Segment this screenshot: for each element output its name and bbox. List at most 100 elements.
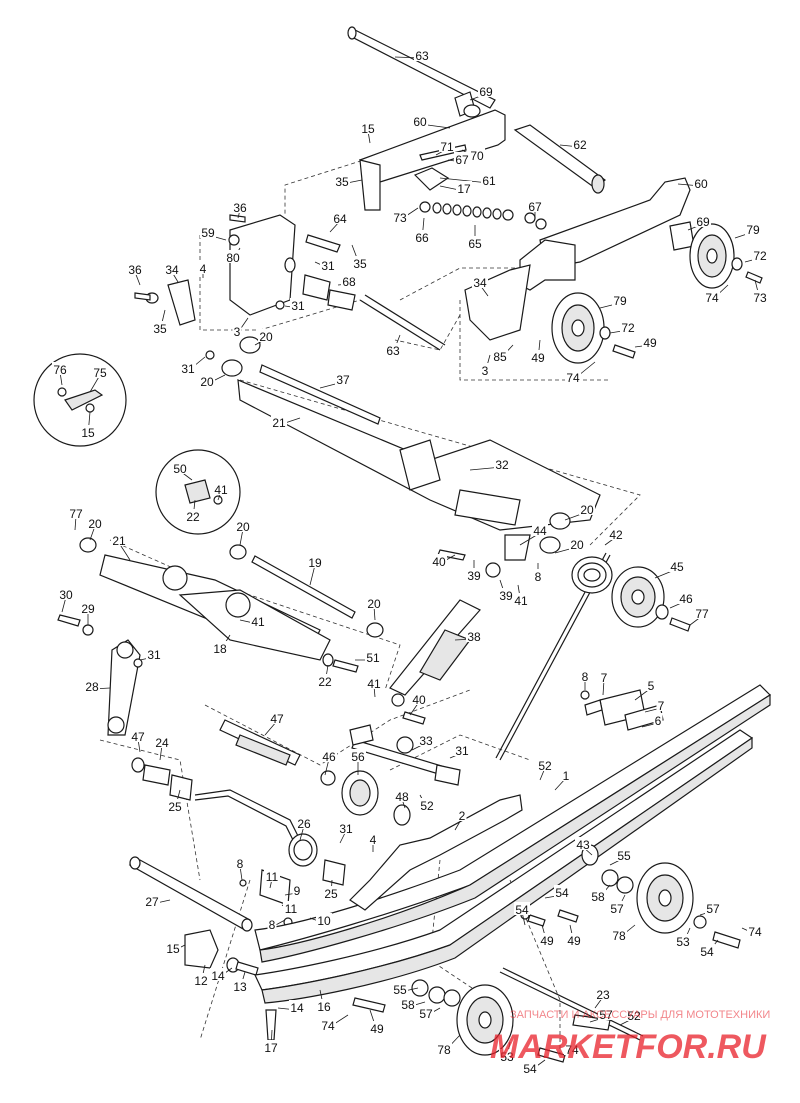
callout-label: 76 (53, 363, 67, 377)
callout-label-background (235, 856, 245, 869)
callout-label-background (745, 222, 761, 235)
callout-label: 49 (540, 934, 554, 948)
callout-label: 41 (367, 677, 381, 691)
callout-label-background (513, 593, 529, 606)
callout-label-background (669, 559, 685, 572)
callout-label-background (457, 808, 467, 821)
callout-label-background (411, 692, 427, 705)
callout-label-background (235, 519, 251, 532)
callout-label: 58 (591, 890, 605, 904)
callout-label-background (498, 588, 514, 601)
callout-label-background (350, 749, 366, 762)
callout-label: 14 (290, 1001, 304, 1015)
callout-label: 55 (617, 849, 631, 863)
callout-label: 25 (168, 800, 182, 814)
callout-label: 35 (353, 257, 367, 271)
callout-label: 71 (440, 140, 454, 154)
callout-label-background (212, 641, 228, 654)
callout-label-background (341, 274, 357, 287)
upper-spacers (134, 214, 446, 351)
watermark: ЗАПЧАСТИ И АКСЕССУАРЫ ДЛЯ МОТОТЕХНИКИ MA… (490, 1009, 770, 1066)
callout-label: 46 (679, 592, 693, 606)
callout-label-background (752, 248, 768, 261)
callout-label: 57 (419, 1007, 433, 1021)
callout-label: 15 (166, 942, 180, 956)
callout-label: 20 (236, 520, 250, 534)
callout-label-background (360, 121, 376, 134)
callout-label: 85 (493, 350, 507, 364)
callout-label: 22 (318, 675, 332, 689)
callout-label-background (704, 290, 720, 303)
callout-label-background (456, 181, 472, 194)
callout-label-background (695, 214, 711, 227)
callout-label-background (271, 415, 287, 428)
callout-label-background (335, 372, 351, 385)
callout-label-background (165, 941, 181, 954)
callout-label: 13 (233, 980, 247, 994)
callout-label-background (494, 457, 510, 470)
lower-wheels (352, 844, 741, 1063)
callout-label: 73 (753, 291, 767, 305)
shock-absorber (389, 549, 691, 761)
callout-label-background (642, 335, 658, 348)
callout-label-background (213, 482, 229, 495)
callout-label: 31 (455, 744, 469, 758)
callout-label: 49 (567, 934, 581, 948)
callout-label: 46 (322, 750, 336, 764)
callout-label-background (68, 506, 84, 519)
callout-label: 61 (482, 174, 496, 188)
callout-label-background (561, 768, 571, 781)
callout-label-background (575, 837, 591, 850)
callout-label: 32 (495, 458, 509, 472)
callout-label: 63 (415, 49, 429, 63)
callout-label-background (527, 199, 543, 212)
callout-label-background (392, 982, 408, 995)
callout-label: 44 (533, 524, 547, 538)
callout-label: 54 (515, 903, 529, 917)
callout-label: 67 (528, 200, 542, 214)
callout-label: 25 (324, 887, 338, 901)
callout-label: 69 (479, 85, 493, 99)
callout-label-background (569, 537, 585, 550)
callout-label-background (566, 933, 582, 946)
callout-label-background (694, 606, 710, 619)
callout-label: 27 (145, 895, 159, 909)
callout-label-background (146, 647, 162, 660)
callout-label-background (264, 869, 280, 882)
callout-label-background (193, 973, 209, 986)
callout-label: 16 (317, 1000, 331, 1014)
callout-label-background (283, 901, 299, 914)
callout-label: 52 (627, 1009, 641, 1023)
callout-label: 53 (676, 935, 690, 949)
callout-label-background (111, 533, 127, 546)
callout-label-background (154, 735, 170, 748)
callout-label-background (321, 749, 337, 762)
callout-label-background (418, 1006, 434, 1019)
callout-label-background (454, 743, 470, 756)
callout-label: 59 (201, 226, 215, 240)
callout-label: 74 (565, 1043, 579, 1057)
callout-label-background (127, 262, 143, 275)
callout-label-background (334, 174, 350, 187)
callout-label: 26 (297, 817, 311, 831)
callout-label-background (612, 293, 628, 306)
callout-label: 53 (500, 1050, 514, 1064)
callout-label-background (454, 152, 470, 165)
callout-label: 45 (670, 560, 684, 574)
callout-label-background (705, 901, 721, 914)
callout-label: 36 (233, 201, 247, 215)
callout-label: 54 (555, 886, 569, 900)
callout-label-background (414, 48, 430, 61)
callout-label: 74 (566, 371, 580, 385)
callout-label: 37 (336, 373, 350, 387)
callout-label-background (172, 461, 188, 474)
callout-label-background (199, 374, 215, 387)
callout-label-background (316, 913, 332, 926)
callout-label: 34 (473, 276, 487, 290)
callout-label: 1 (563, 769, 570, 783)
callout-label-background (58, 587, 74, 600)
watermark-tagline: ЗАПЧАСТИ И АКСЕССУАРЫ ДЛЯ МОТОТЕХНИКИ (510, 1009, 770, 1021)
callout-label: 8 (269, 918, 276, 932)
clip-brackets (580, 689, 664, 731)
callout-label-background (565, 370, 581, 383)
